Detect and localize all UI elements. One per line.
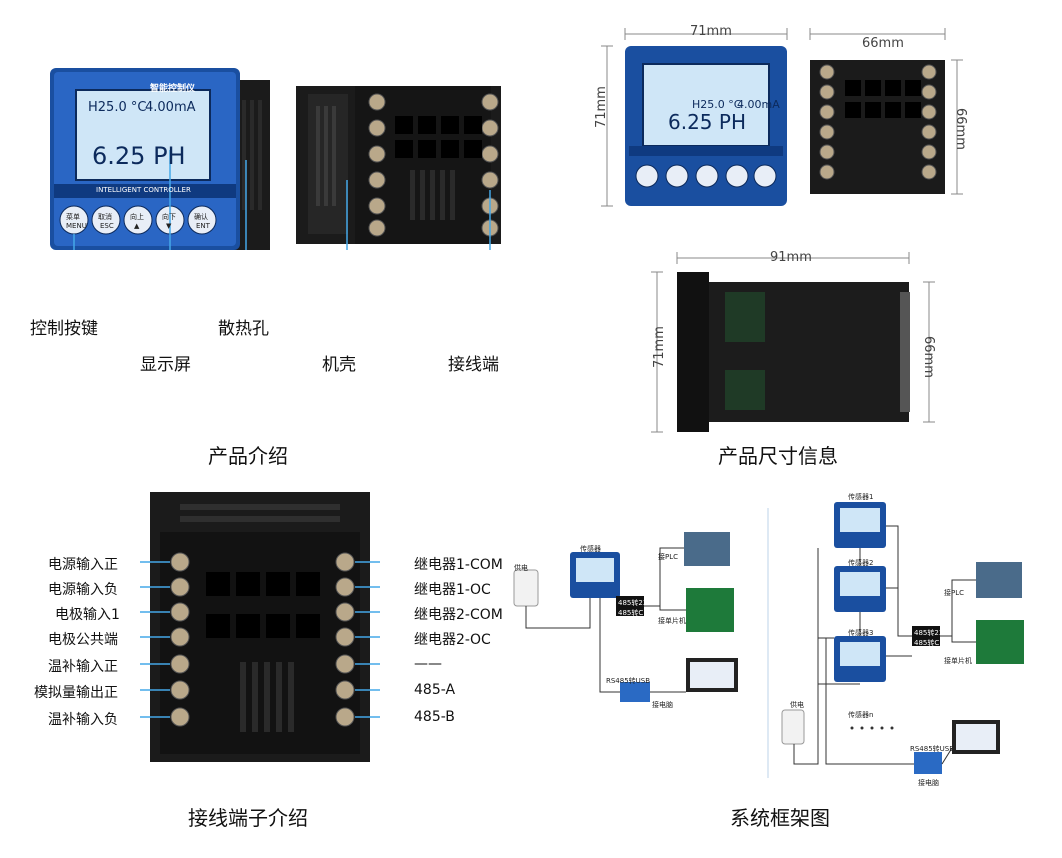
dim-side-right: 66mm <box>921 336 936 378</box>
sys-left-usb: RS485转USB <box>606 677 651 685</box>
up-button-bottom: ▲ <box>134 222 140 230</box>
terminal-left-2: 电源输入负 <box>48 582 118 598</box>
sys-left-plc: 接PLC <box>658 553 679 561</box>
caption-product-intro: 产品介绍 <box>208 444 288 468</box>
esc-button-top: 取消 <box>98 213 112 221</box>
terminal-right-4: 继电器2-OC <box>414 632 491 648</box>
menu-button-top: 菜单 <box>66 213 80 221</box>
esc-button-bottom: ESC <box>100 222 114 230</box>
down-button-top: 向下 <box>162 213 176 221</box>
sys-right-mcu: 接单片机 <box>944 657 972 665</box>
label-display: 显示屏 <box>140 355 191 375</box>
system-diagram <box>513 502 1024 778</box>
dim-back-height: 66mm <box>953 108 968 150</box>
dim-side-height: 71mm <box>652 326 667 368</box>
terminal-left-4: 电极公共端 <box>48 632 118 648</box>
enter-button-top: 确认 <box>194 213 208 221</box>
sys-left-pc: 接电脑 <box>652 701 673 709</box>
caption-dimensions: 产品尺寸信息 <box>718 444 838 468</box>
sys-right-sensorn: 传感器n <box>848 711 874 719</box>
sys-right-plc: 接PLC <box>944 589 965 597</box>
screen-main-value: 6.25 PH <box>92 142 186 170</box>
terminal-right-6: 485-A <box>414 682 456 698</box>
dim-side-length: 91mm <box>770 250 812 265</box>
label-case: 机壳 <box>322 355 356 375</box>
sys-right-power: 供电 <box>790 701 804 709</box>
sys-left-converter: 485转232 485转C <box>618 599 652 617</box>
terminal-back-photo <box>140 492 380 762</box>
sys-right-converter: 485转232 485转C <box>914 629 948 647</box>
dim-front-width: 71mm <box>690 24 732 39</box>
label-terminal: 接线端 <box>448 355 499 375</box>
terminal-left-6: 模拟量输出正 <box>34 685 118 701</box>
dimension-drawings <box>601 28 963 433</box>
terminal-left-5: 温补输入正 <box>48 659 118 675</box>
dim-screen-line1: H25.0 °C <box>692 98 742 111</box>
label-vent: 散热孔 <box>218 319 269 339</box>
terminal-right-2: 继电器1-OC <box>414 582 491 598</box>
screen-line1-left: H25.0 °C <box>88 100 147 115</box>
terminal-right-3: 继电器2-COM <box>414 607 503 623</box>
caption-terminals: 接线端子介绍 <box>188 806 308 830</box>
menu-button-bottom: MENU <box>66 222 87 230</box>
dim-back-width: 66mm <box>862 36 904 51</box>
sys-left-mcu: 接单片机 <box>658 617 686 625</box>
brand-label: 智能控制仪 <box>150 84 196 94</box>
sys-left-sensor: 传感器 <box>580 545 601 553</box>
dim-front-height: 71mm <box>594 86 609 128</box>
terminal-left-1: 电源输入正 <box>48 557 118 573</box>
dim-screen-line1-right: 4.00mA <box>737 98 780 111</box>
terminal-right-5: —— <box>414 656 442 672</box>
product-photo <box>50 68 501 250</box>
sys-right-sensor3: 传感器3 <box>848 629 874 637</box>
terminal-right-1: 继电器1-COM <box>414 557 503 573</box>
sys-right-usb: RS485转USB <box>910 745 955 753</box>
banner-text: INTELLIGENT CONTROLLER <box>96 186 191 194</box>
dim-screen-main: 6.25 PH <box>668 110 746 134</box>
down-button-bottom: ▼ <box>166 222 172 230</box>
up-button-top: 向上 <box>130 213 144 221</box>
sys-right-sensor2: 传感器2 <box>848 559 874 567</box>
sys-left-power: 供电 <box>514 564 528 572</box>
label-control-keys: 控制按键 <box>30 319 98 339</box>
sys-right-pc: 接电脑 <box>918 779 939 787</box>
enter-button-bottom: ENT <box>196 222 210 230</box>
terminal-left-7: 温补输入负 <box>48 712 118 728</box>
caption-system: 系统框架图 <box>730 806 830 830</box>
terminal-right-7: 485-B <box>414 709 455 725</box>
sys-right-sensor1: 传感器1 <box>848 493 874 501</box>
terminal-left-3: 电极输入1 <box>55 607 120 623</box>
screen-line1-right: 4.00mA <box>145 100 196 115</box>
